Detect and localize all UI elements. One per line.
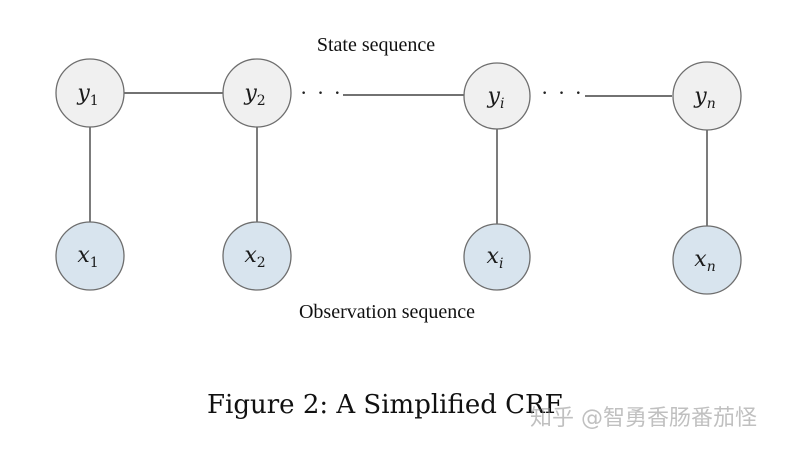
state-sequence-label: State sequence — [317, 34, 435, 56]
svg-text:yi: yi — [487, 84, 505, 112]
observation-sequence-label: Observation sequence — [299, 301, 475, 323]
ellipsis-left: · · · — [300, 80, 343, 105]
svg-text:x1: x1 — [77, 243, 98, 271]
svg-text:y2: y2 — [243, 81, 265, 109]
svg-text:yn: yn — [693, 84, 715, 112]
svg-text:xn: xn — [694, 247, 715, 275]
figure-caption: Figure 2: A Simplified CRF — [207, 390, 563, 420]
watermark: 知乎 @智勇香肠番茄怪 — [530, 406, 757, 431]
observation-node-x1: x1 — [55, 221, 125, 291]
observation-node-xn: xn — [672, 225, 742, 295]
svg-text:xi: xi — [487, 244, 504, 272]
ellipsis-right: · · · — [541, 80, 584, 105]
state-node-yn: yn — [672, 61, 742, 131]
observation-node-xi: xi — [463, 223, 531, 291]
state-node-y1: y1 — [55, 58, 125, 128]
state-node-yi: yi — [463, 62, 531, 130]
state-node-y2: y2 — [222, 58, 292, 128]
svg-text:y1: y1 — [76, 81, 98, 109]
svg-text:x2: x2 — [244, 243, 265, 271]
observation-node-x2: x2 — [222, 221, 292, 291]
